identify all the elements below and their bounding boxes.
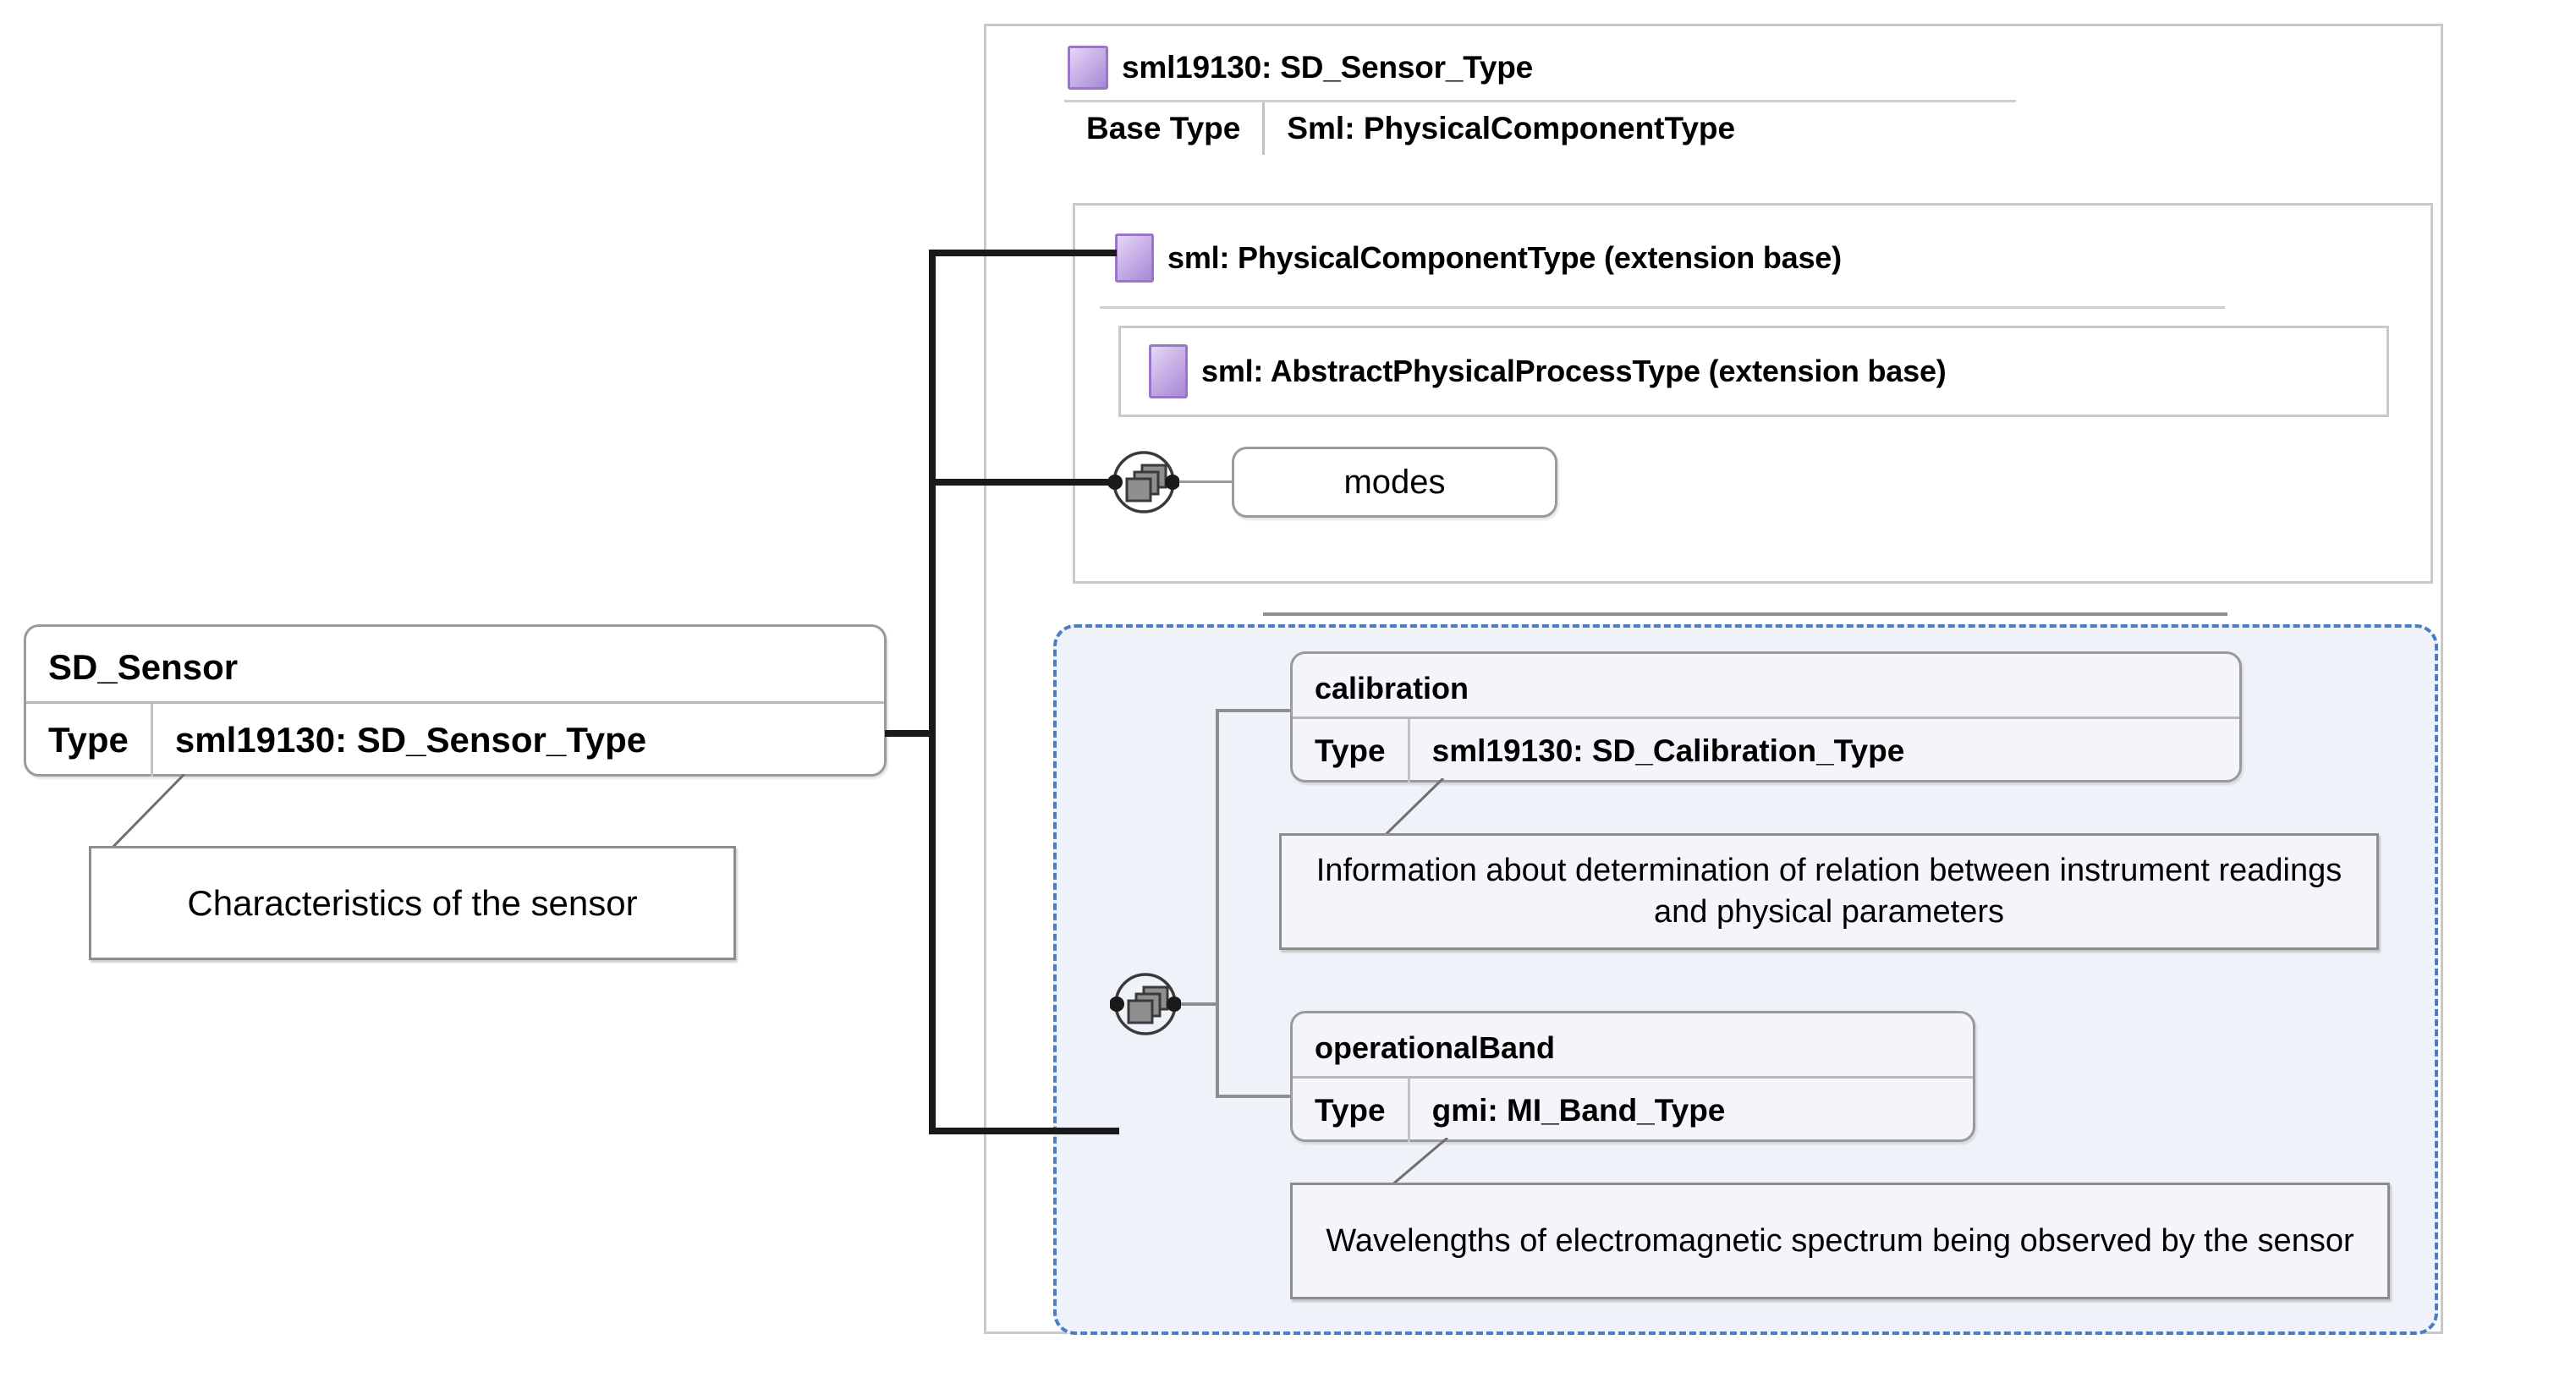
root-type-name: sml19130: SD_Sensor_Type — [1122, 50, 1534, 85]
calibration-type-separator — [1407, 719, 1410, 782]
own-sequence-branch-calibration — [1216, 709, 1310, 712]
sd-sensor-documentation-text: Characteristics of the sensor — [187, 882, 638, 923]
own-sequence-branch-operationalband — [1216, 1095, 1310, 1098]
complex-type-icon — [1115, 233, 1154, 283]
calibration-type-value: sml19130: SD_Calibration_Type — [1431, 733, 1905, 768]
element-modes-label: modes — [1343, 463, 1446, 501]
sd-sensor-type-key: Type — [48, 720, 129, 760]
root-type-base-row: Base Type Sml: PhysicalComponentType — [1064, 102, 2020, 155]
tree-branch-own-sequence — [929, 1128, 1119, 1134]
element-calibration-label: calibration — [1315, 671, 1469, 705]
complex-type-icon — [1068, 46, 1108, 90]
element-calibration[interactable]: calibration Type sml19130: SD_Calibratio… — [1290, 651, 2242, 782]
element-operationalband-divider — [1293, 1076, 1973, 1079]
root-type-header: sml19130: SD_Sensor_Type Base Type Sml: … — [1064, 39, 2020, 157]
sequence-compositor-icon — [1110, 973, 1181, 1035]
own-sequence-top-rule — [1263, 612, 2227, 616]
element-calibration-type-row: Type sml19130: SD_Calibration_Type — [1293, 719, 2239, 782]
element-modes[interactable]: modes — [1232, 447, 1557, 518]
tree-trunk — [929, 250, 936, 1134]
element-operationalband[interactable]: operationalBand Type gmi: MI_Band_Type — [1290, 1011, 1975, 1142]
extension-base-label: sml: AbstractPhysicalProcessType (extens… — [1201, 354, 1947, 388]
root-type-divider — [1064, 100, 2016, 102]
operationalband-documentation-text: Wavelengths of electromagnetic spectrum … — [1326, 1222, 2354, 1259]
element-sd-sensor-divider — [26, 701, 884, 704]
extension-base-physicalcomponenttype-row: sml: PhysicalComponentType (extension ba… — [1115, 228, 2384, 288]
sequence-compositor-icon — [1108, 451, 1179, 513]
sd-sensor-doc-leader — [100, 774, 186, 860]
calibration-documentation: Information about determination of relat… — [1279, 833, 2379, 950]
calibration-type-key: Type — [1315, 733, 1386, 768]
operationalband-documentation: Wavelengths of electromagnetic spectrum … — [1290, 1183, 2390, 1299]
element-calibration-divider — [1293, 716, 2239, 719]
own-sequence-icon-stub — [1171, 1002, 1218, 1006]
modes-connector-line — [1169, 480, 1232, 483]
sd-sensor-type-value: sml19130: SD_Sensor_Type — [174, 720, 647, 760]
extension-base-label: sml: PhysicalComponentType (extension ba… — [1167, 240, 1842, 275]
tree-branch-extension-base — [929, 250, 1117, 256]
extension-base-abstractphysicalprocesstype-panel — [1118, 326, 2389, 417]
own-sequence-branch-spine — [1216, 709, 1219, 1098]
root-type-title-row: sml19130: SD_Sensor_Type — [1064, 39, 2020, 96]
element-sd-sensor[interactable]: SD_Sensor Type sml19130: SD_Sensor_Type — [24, 624, 887, 777]
operationalband-type-key: Type — [1315, 1092, 1386, 1128]
sd-sensor-type-separator — [150, 704, 153, 777]
extension-base-divider — [1100, 306, 2225, 309]
base-type-separator — [1262, 102, 1266, 155]
operationalband-type-separator — [1407, 1079, 1410, 1142]
element-operationalband-label: operationalBand — [1315, 1030, 1556, 1065]
element-sd-sensor-type-row: Type sml19130: SD_Sensor_Type — [26, 704, 884, 777]
complex-type-icon — [1149, 344, 1188, 398]
tree-stub-from-sd-sensor — [885, 730, 936, 737]
base-type-value: Sml: PhysicalComponentType — [1287, 111, 1736, 145]
extension-base-abstractphysicalprocesstype-row: sml: AbstractPhysicalProcessType (extens… — [1149, 337, 2376, 406]
sd-sensor-documentation: Characteristics of the sensor — [89, 846, 736, 960]
operationalband-type-value: gmi: MI_Band_Type — [1431, 1092, 1726, 1128]
element-sd-sensor-label: SD_Sensor — [48, 647, 239, 687]
tree-branch-inherited-sequence — [929, 479, 1117, 486]
calibration-documentation-text: Information about determination of relat… — [1315, 853, 2343, 930]
element-operationalband-type-row: Type gmi: MI_Band_Type — [1293, 1079, 1973, 1142]
base-type-key: Base Type — [1086, 111, 1241, 145]
